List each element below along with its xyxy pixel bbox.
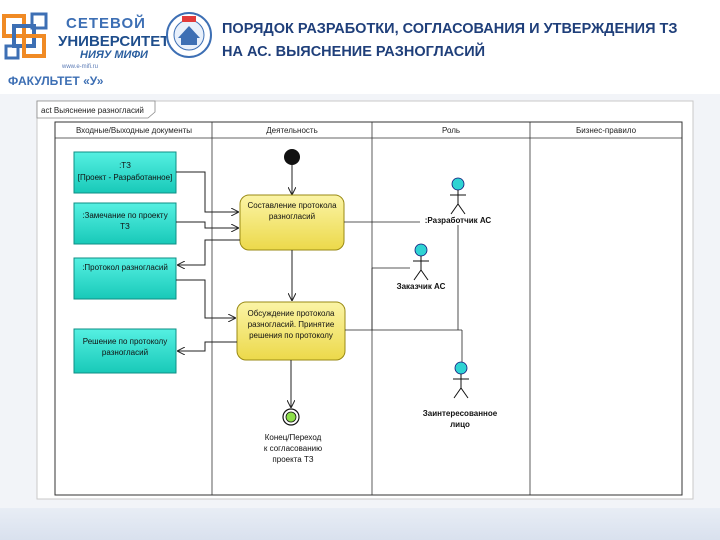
swimlane-frame <box>54 121 683 496</box>
actor-customer-head <box>414 243 428 257</box>
actor-customer-label: Заказчик АС <box>397 282 446 291</box>
document-decision-line2: разногласий <box>102 348 148 357</box>
activity-compose-protocol: Составление протокола разногласий <box>239 194 345 251</box>
faculty-label: ФАКУЛЬТЕТ «У» <box>8 74 104 88</box>
flow-remark-to-compose <box>176 221 238 228</box>
logo-text-url: www.e-mifi.ru <box>62 64 99 70</box>
actor-developer-legs <box>450 203 466 215</box>
document-decision: Решение по протоколу разногласий <box>73 328 177 374</box>
actor-stakeholder-legs <box>453 387 469 399</box>
actor-stakeholder-label-1: Заинтересованное <box>423 409 498 418</box>
activity-discuss-line3: решения по протоколу <box>249 331 333 340</box>
activity-compose-line1: Составление протокола <box>247 201 337 210</box>
actor-customer-legs <box>413 269 429 281</box>
initial-node <box>284 149 300 165</box>
activity-discuss-line2: разногласий. Принятие <box>248 320 335 329</box>
final-label-line1: Конец/Переход <box>265 433 322 442</box>
flow-discuss-to-decision <box>178 341 237 351</box>
actor-customer: Заказчик АС <box>397 243 446 291</box>
document-decision-line1: Решение по протоколу <box>83 337 167 346</box>
document-remark: :Замечание по проекту ТЗ <box>73 202 177 245</box>
actor-developer: :Разработчик АС <box>425 177 492 225</box>
final-label-line2: к согласованию <box>264 444 322 453</box>
actor-developer-label: :Разработчик АС <box>425 216 492 225</box>
actor-stakeholder-label-2: лицо <box>450 420 470 429</box>
logo-text-university: УНИВЕРСИТЕТ <box>58 33 170 50</box>
university-logo: СЕТЕВОЙ УНИВЕРСИТЕТ НИЯУ МИФИ www.e-mifi… <box>2 8 169 70</box>
document-tz: :ТЗ [Проект - Разработанное] <box>73 151 177 194</box>
document-remark-line2: ТЗ <box>120 222 130 231</box>
frame-label-tab <box>36 100 156 119</box>
final-node <box>282 408 300 426</box>
logo-text-network: СЕТЕВОЙ <box>66 15 146 32</box>
activity-compose-line2: разногласий <box>269 212 315 221</box>
document-tz-line2: [Проект - Разработанное] <box>78 173 173 182</box>
document-protocol-line1: :Протокол разногласий <box>82 263 168 272</box>
lane-header-activity: Деятельность <box>266 126 318 135</box>
footer-band <box>0 508 720 540</box>
lane-header-role: Роль <box>442 126 460 135</box>
flow-protocol-to-discuss <box>176 279 235 318</box>
document-tz-box <box>73 151 177 194</box>
document-decision-box <box>73 328 177 374</box>
activity-discuss-line1: Обсуждение протокола <box>248 309 335 318</box>
university-seal-icon <box>166 12 212 58</box>
document-tz-line1: :ТЗ <box>119 161 131 170</box>
page-title: ПОРЯДОК РАЗРАБОТКИ, СОГЛАСОВАНИЯ И УТВЕР… <box>222 21 678 60</box>
activity-discuss-protocol: Обсуждение протокола разногласий. Принят… <box>236 301 346 361</box>
logo-text-mephi: НИЯУ МИФИ <box>80 49 148 61</box>
lane-header-documents: Входные/Выходные документы <box>76 126 192 135</box>
flow-compose-to-protocol <box>178 239 240 265</box>
document-protocol-box <box>73 257 177 300</box>
document-remark-line1: :Замечание по проекту <box>82 211 167 220</box>
actor-stakeholder-head <box>454 361 468 375</box>
slide-header: СЕТЕВОЙ УНИВЕРСИТЕТ НИЯУ МИФИ www.e-mifi… <box>0 0 720 92</box>
actor-stakeholder: Заинтересованное лицо <box>423 361 498 429</box>
network-logo-icon <box>2 12 48 60</box>
flow-tz-to-compose <box>176 171 238 212</box>
document-protocol: :Протокол разногласий <box>73 257 177 300</box>
actor-developer-head <box>451 177 465 191</box>
document-remark-box <box>73 202 177 245</box>
final-label-line3: проекта ТЗ <box>272 455 313 464</box>
final-node-inner <box>285 411 297 423</box>
frame-label: act Выяснение разногласий <box>41 106 144 115</box>
lane-header-business-rule: Бизнес-правило <box>576 126 637 135</box>
